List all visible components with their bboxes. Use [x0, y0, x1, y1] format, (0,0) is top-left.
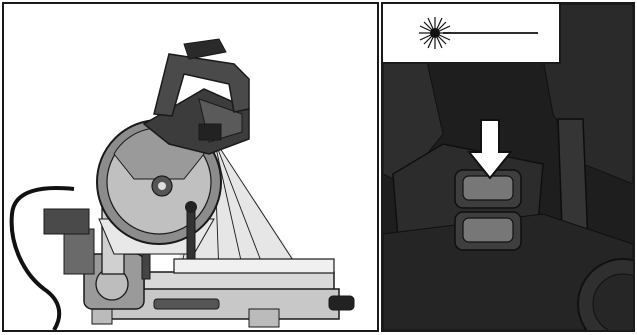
miter-saw-panel [2, 2, 379, 332]
laser-button-detail-panel [381, 2, 635, 332]
laser-symbol-inset [381, 2, 561, 64]
miter-saw-icon [44, 39, 354, 327]
laser-symbol-icon [383, 4, 559, 62]
miter-saw-illustration [4, 4, 377, 330]
secondary-button-icon [455, 212, 521, 250]
